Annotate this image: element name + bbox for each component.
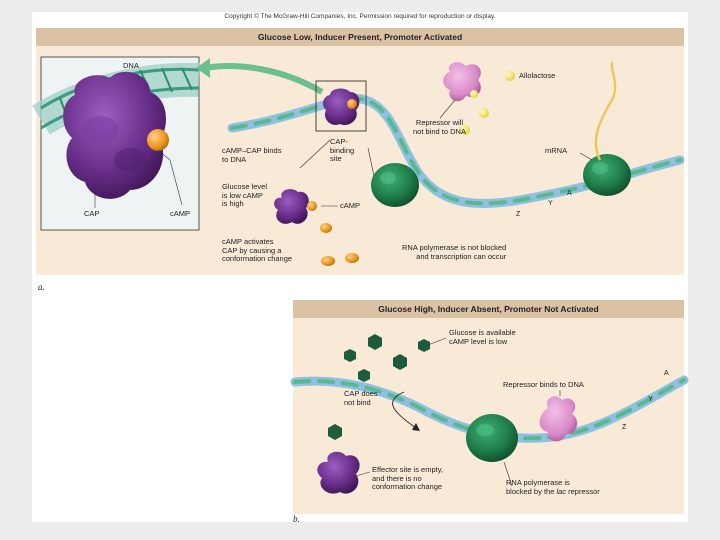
panel-b: Glucose High, Inducer Absent, Promoter N… — [293, 300, 684, 514]
label-effector-site-empty: Effector site is empty, and there is no … — [372, 465, 443, 492]
label-glucose-available: Glucose is available cAMP level is low — [449, 328, 516, 346]
strand-letter-y-a: Y — [548, 200, 553, 207]
zoom-arrow — [204, 63, 324, 95]
arrow-head-icon — [412, 423, 420, 431]
rna-polymerase-a-left — [371, 163, 419, 207]
label-camp: cAMP — [340, 201, 361, 210]
label-allolactose: Allolactose — [519, 71, 556, 80]
glucose-molecule — [418, 339, 430, 352]
repressor-unbound — [443, 62, 481, 102]
strand-letter-a-b: A — [664, 370, 669, 377]
repressor-bound — [539, 396, 578, 442]
rna-polymerase-a-right — [583, 154, 631, 196]
mrna-strand — [594, 61, 617, 161]
cap-protein-empty-b — [317, 451, 360, 494]
panel-b-letter: b. — [293, 514, 300, 524]
strand-letter-y-b: Y — [648, 396, 653, 403]
panel-b-header: Glucose High, Inducer Absent, Promoter N… — [293, 300, 684, 318]
copyright-notice: Copyright © The McGraw-Hill Companies, I… — [224, 13, 496, 20]
zoom-cap-protein — [63, 71, 166, 199]
allolactose-molecule — [479, 108, 489, 118]
allolactose-molecule — [460, 125, 470, 135]
zoom-camp-molecule — [147, 129, 169, 151]
label-glucose-low: Glucose level is low cAMP is high — [222, 182, 268, 209]
rna-polymerase-b — [466, 414, 518, 462]
zoom-box — [32, 56, 200, 231]
strand-letter-a-a: A — [567, 190, 572, 197]
label-rna-polymerase-not-blocked: RNA polymerase is not blocked and transc… — [402, 243, 507, 261]
strand-letter-z-b: Z — [622, 424, 627, 431]
camp-molecule — [307, 201, 317, 211]
glucose-molecule — [344, 349, 356, 362]
allolactose-legend-icon — [505, 71, 515, 81]
label-camp-cap-binds: cAMP–CAP binds to DNA — [222, 146, 282, 164]
glucose-molecule — [358, 369, 370, 382]
label-repressor-binds: Repressor binds to DNA — [503, 380, 584, 389]
cap-on-dna — [323, 88, 360, 126]
glucose-molecule — [328, 424, 342, 440]
label-cap-binding-site: CAP- binding site — [330, 137, 355, 164]
zoom-arrow-head-icon — [196, 58, 210, 78]
camp-molecule — [345, 253, 359, 263]
cap-path-arrow — [392, 391, 417, 429]
glucose-molecule — [393, 354, 407, 370]
glucose-molecules — [328, 334, 430, 440]
label-camp-zoom: cAMP — [170, 209, 191, 218]
label-cap-does-not-bind: CAP does not bind — [344, 389, 378, 407]
label-repressor-will-not-bind: Repressor will not bind to DNA — [413, 118, 466, 136]
camp-molecule — [320, 223, 332, 233]
cap-protein-small-a — [274, 189, 309, 224]
label-cap: CAP — [84, 209, 100, 218]
glucose-molecule — [368, 334, 382, 350]
camp-molecule — [321, 256, 335, 266]
strand-letter-z-a: Z — [516, 211, 521, 218]
label-mrna: mRNA — [545, 146, 568, 155]
label-dna: DNA — [123, 61, 139, 70]
panel-a-letter: a. — [38, 282, 45, 292]
label-rna-polymerase-blocked: RNA polymerase is blocked by the lac rep… — [506, 478, 600, 496]
panel-a-header: Glucose Low, Inducer Present, Promoter A… — [36, 28, 684, 46]
cap-binding-site-box — [315, 80, 367, 132]
label-camp-activates: cAMP activates CAP by causing a conforma… — [222, 237, 293, 264]
